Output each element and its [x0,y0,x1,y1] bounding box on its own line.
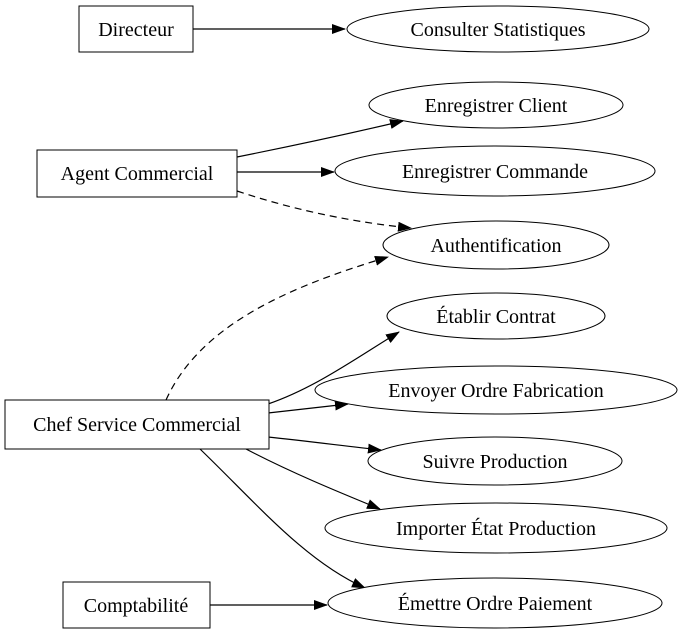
usecase-etablir-contrat-label: Établir Contrat [436,305,556,328]
edge-agent-enregistrer-client [236,119,404,158]
actor-agent-commercial-label: Agent Commercial [61,163,214,185]
usecase-emettre-ordre-paiement-label: Émettre Ordre Paiement [398,592,593,615]
edge-chef-etablir-contrat [267,331,400,405]
usecase-enregistrer-commande: Enregistrer Commande [334,145,656,197]
edge-chef-importer-etat-production [245,448,381,510]
usecase-envoyer-ordre-fabrication: Envoyer Ordre Fabrication [314,365,678,415]
actor-comptabilite-box [62,581,211,629]
actor-directeur: Directeur [78,5,194,53]
usecase-enregistrer-commande-shape [334,145,656,197]
edge-chef-envoyer-ordre-fabrication [267,400,349,414]
usecase-authentification-label: Authentification [430,235,561,257]
usecase-envoyer-ordre-fabrication-shape [314,365,678,415]
usecase-consulter-statistiques-shape [346,5,650,53]
usecase-etablir-contrat: Établir Contrat [386,292,606,340]
usecase-enregistrer-client-label: Enregistrer Client [425,95,568,117]
usecase-etablir-contrat-shape [386,292,606,340]
actor-chef-service-commercial: Chef Service Commercial [4,399,270,450]
edge-chef-emettre-ordre-paiement [199,448,366,589]
usecase-enregistrer-commande-label: Enregistrer Commande [402,161,588,183]
usecase-enregistrer-client: Enregistrer Client [368,81,624,129]
usecase-importer-etat-production-label: Importer État Production [396,517,596,540]
usecase-suivre-production: Suivre Production [367,436,623,486]
actor-directeur-box [78,5,194,53]
usecase-authentification: Authentification [382,220,610,270]
usecase-consulter-statistiques-label: Consulter Statistiques [411,19,586,41]
actor-agent-commercial: Agent Commercial [36,149,238,198]
usecase-emettre-ordre-paiement-shape [327,577,663,629]
usecase-emettre-ordre-paiement: Émettre Ordre Paiement [327,577,663,629]
usecase-envoyer-ordre-fabrication-label: Envoyer Ordre Fabrication [388,380,603,402]
actor-chef-service-commercial-box [4,399,270,450]
actor-comptabilite: Comptabilité [62,581,211,629]
edge-chef-authentification [165,255,389,401]
actor-directeur-label: Directeur [98,19,174,41]
usecase-importer-etat-production: Importer État Production [324,502,668,554]
edge-chef-suivre-production [267,436,382,454]
usecase-enregistrer-client-shape [368,81,624,129]
usecase-importer-etat-production-shape [324,502,668,554]
usecase-suivre-production-shape [367,436,623,486]
actor-comptabilite-label: Comptabilité [84,595,189,617]
usecase-consulter-statistiques: Consulter Statistiques [346,5,650,53]
usecase-suivre-production-label: Suivre Production [423,451,568,473]
edge-agent-authentification [236,190,412,232]
actor-chef-service-commercial-label: Chef Service Commercial [33,414,241,436]
usecase-authentification-shape [382,220,610,270]
actor-agent-commercial-box [36,149,238,198]
